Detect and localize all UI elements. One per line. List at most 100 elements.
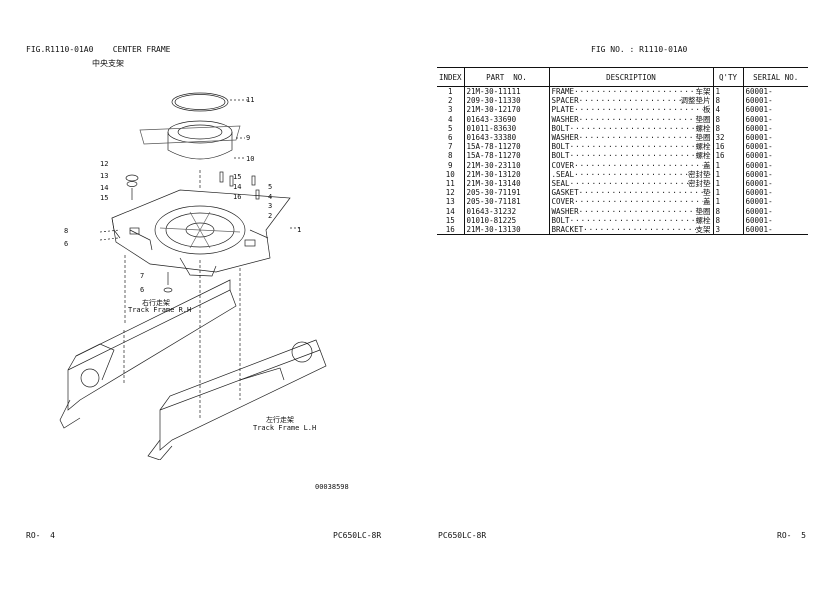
callout-7: 7: [140, 272, 145, 280]
row-index: 14: [445, 206, 455, 216]
track-frame-lh-label: Track Frame L.H: [253, 424, 317, 432]
col-description: DESCRIPTION: [548, 67, 713, 87]
callout-12: 12: [100, 160, 109, 168]
row-serial: 60001-: [742, 86, 808, 97]
row-leader-dots: [570, 142, 696, 151]
row-index: 16: [445, 225, 455, 235]
row-serial: 60001-: [742, 197, 808, 207]
row-desc-cn: 螺栓: [695, 151, 711, 161]
row-part-no: 01011-83630: [463, 123, 549, 134]
row-qty: 16: [712, 142, 743, 152]
row-index: 11: [445, 179, 455, 189]
row-leader-dots: [574, 170, 688, 179]
row-qty: 32: [712, 133, 743, 143]
col-qty: Q'TY: [712, 67, 743, 87]
row-desc-en: WASHER: [551, 206, 579, 216]
callout-15b: 15: [233, 173, 242, 181]
row-desc-cn: 密封垫: [688, 169, 711, 179]
row-part-no: 15A-78-11270: [463, 151, 549, 161]
left-fig-label: FIG.R1110-01A0: [26, 45, 94, 54]
row-serial: 60001-: [742, 160, 808, 170]
left-figure-header: FIG.R1110-01A0 CENTER FRAME: [26, 45, 171, 54]
row-leader-dots: [579, 96, 681, 105]
row-qty: 3: [712, 225, 743, 235]
row-serial: 60001-: [742, 142, 808, 152]
exploded-parts-drawing: [59, 92, 327, 460]
row-description: BRACKET支架: [548, 225, 713, 235]
row-description: WASHER垫圈: [548, 133, 713, 143]
row-index: 13: [445, 197, 455, 207]
callout-10: 10: [246, 155, 255, 163]
track-frame-rh-label: Track Frame R.H: [128, 306, 192, 314]
parts-table: INDEX PART NO. DESCRIPTION Q'TY SERIAL N…: [437, 67, 808, 236]
row-leader-dots: [579, 133, 696, 142]
row-part-no: 21M-30-13140: [463, 179, 549, 189]
row-desc-en: FRAME: [551, 87, 575, 96]
col-part-no: PART NO.: [463, 67, 549, 87]
row-desc-cn: 调整垫片: [680, 96, 711, 106]
left-title-en: CENTER FRAME: [112, 45, 171, 54]
row-part-no: 21M-30-13120: [463, 169, 549, 180]
row-index: 15: [445, 215, 455, 225]
row-desc-en: WASHER: [551, 114, 579, 124]
row-desc-cn: 垫: [703, 188, 711, 198]
row-serial: 60001-: [742, 151, 808, 161]
row-description: GASKET垫: [548, 188, 713, 198]
row-index: 6: [447, 133, 453, 143]
row-qty: 1: [712, 188, 743, 198]
row-qty: 16: [712, 151, 743, 161]
row-desc-cn: 密封垫: [688, 179, 711, 189]
row-index: 7: [447, 142, 453, 152]
row-desc-cn: 板: [703, 105, 711, 115]
row-qty: 8: [712, 215, 743, 226]
row-description: BOLT螺栓: [548, 123, 713, 134]
row-qty: 8: [712, 114, 743, 124]
row-part-no: 01643-31232: [463, 206, 549, 216]
callout-14b: 14: [233, 183, 242, 191]
row-index: 12: [445, 188, 455, 198]
callout-13: 13: [100, 172, 109, 180]
row-part-no: 21M-30-12170: [463, 105, 549, 115]
callout-6: 6: [64, 240, 69, 248]
track-frame-rh-cn: 右行走架: [142, 299, 170, 307]
row-serial: 60001-: [742, 133, 808, 143]
row-desc-cn: 螺栓: [695, 215, 711, 225]
callout-15: 15: [100, 194, 109, 202]
row-desc-cn: 垫圈: [695, 206, 711, 216]
row-desc-en: COVER: [551, 160, 575, 170]
row-leader-dots: [579, 207, 696, 216]
row-index: 5: [447, 123, 453, 133]
callout-11: 11: [246, 96, 255, 104]
row-leader-dots: [570, 124, 696, 133]
callout-1: 1: [297, 226, 302, 234]
row-desc-cn: 垫圈: [695, 133, 711, 143]
table-header-row: INDEX PART NO. DESCRIPTION Q'TY SERIAL N…: [437, 67, 808, 87]
row-desc-en: BRACKET: [551, 225, 584, 235]
row-part-no: 21M-30-13130: [463, 225, 549, 235]
row-serial: 60001-: [742, 114, 808, 124]
row-index: 8: [447, 151, 453, 161]
row-index: 4: [447, 114, 453, 124]
row-description: WASHER垫圈: [548, 114, 713, 124]
callout-5: 5: [268, 183, 273, 191]
row-description: BOLT 螺栓: [548, 215, 713, 226]
drawing-number: 00038598: [315, 483, 349, 491]
row-part-no: 15A-78-11270: [463, 142, 549, 152]
row-serial: 60001-: [742, 188, 808, 198]
callout-4: 4: [268, 193, 273, 201]
row-serial: 60001-: [742, 206, 808, 216]
callout-2: 2: [268, 212, 273, 220]
row-desc-en: BOLT: [551, 215, 570, 225]
row-desc-en: SPACER: [551, 96, 579, 106]
row-leader-dots: [574, 105, 703, 114]
